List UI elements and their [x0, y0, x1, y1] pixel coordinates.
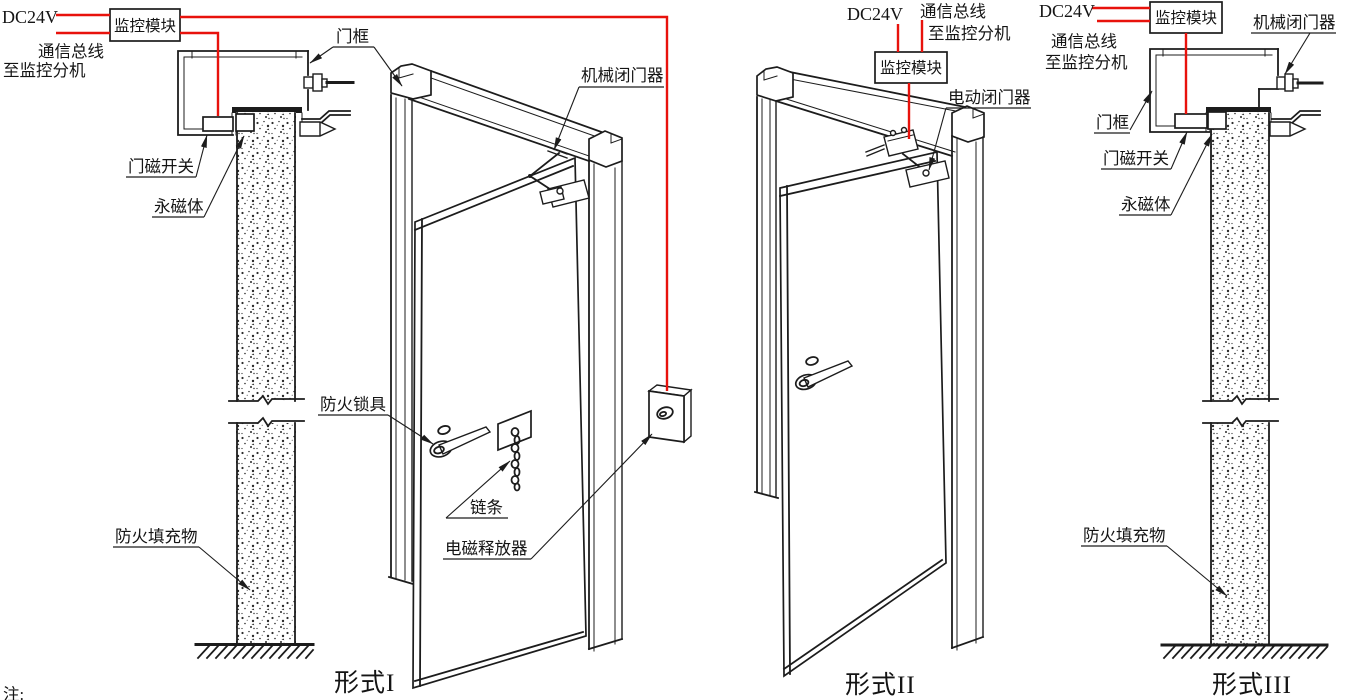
door-switch-left	[202, 116, 234, 132]
caption-form1: 形式I	[334, 669, 395, 697]
leader-fire-lock	[387, 414, 434, 445]
label-bus1-left: 通信总线	[38, 42, 104, 61]
label-elec-closer: 电动闭门器	[948, 88, 1031, 107]
form2-door-leaf	[778, 150, 947, 678]
label-bus2-form2: 至监控分机	[928, 24, 1011, 43]
label-module-form2: 监控模块	[880, 59, 942, 77]
label-door-switch-left: 门磁开关	[128, 157, 194, 176]
label-module-form3: 监控模块	[1155, 9, 1217, 27]
leader-door-switch-left	[195, 134, 208, 178]
wall-section-right	[1202, 112, 1279, 646]
form2-door-handle	[794, 356, 854, 391]
label-mech-closer-form1: 机械闭门器	[581, 66, 664, 85]
leader-door-switch-form3	[1170, 131, 1188, 170]
note-label: 注:	[3, 685, 24, 700]
label-chain: 链条	[470, 498, 503, 517]
leader-mech-closer-form3	[1284, 32, 1311, 75]
form3-section-detail	[1149, 1, 1329, 660]
leader-door-frame-left	[309, 46, 334, 64]
form1-door-view	[387, 63, 693, 690]
magnet-left	[235, 113, 255, 132]
label-magnet-form3: 永磁体	[1121, 195, 1171, 214]
caption-form2: 形式II	[845, 671, 916, 699]
mech-closer-cylinder-right	[1276, 73, 1324, 92]
dc24v-wiring	[56, 6, 1188, 391]
magnet-right	[1207, 111, 1227, 130]
fire-lock-handle	[429, 425, 492, 458]
monitor-module-box-form2	[874, 51, 948, 84]
leader-fire-filling-left	[198, 546, 251, 591]
label-fire-filling-left: 防火填充物	[115, 527, 198, 546]
label-dc24v-form3: DC24V	[1039, 1, 1095, 21]
label-door-frame-form3: 门框	[1096, 113, 1129, 132]
form2-door-view	[753, 51, 985, 678]
leader-chain	[445, 460, 511, 519]
leader-mech-closer-form1	[553, 86, 580, 151]
label-dc24v-left: DC24V	[2, 7, 58, 27]
electric-door-closer	[865, 126, 950, 188]
label-dc24v-form2: DC24V	[847, 4, 903, 24]
label-em-release: 电磁释放器	[445, 539, 528, 558]
chain-links	[510, 427, 521, 492]
leader-magnet-form3	[1170, 133, 1213, 216]
wire-to-switch-left	[180, 31, 220, 116]
label-fire-filling-form3: 防火填充物	[1083, 526, 1166, 545]
caption-form3: 形式III	[1212, 671, 1292, 699]
monitor-module-box-left	[109, 8, 181, 42]
leader-fire-filling-form3	[1166, 545, 1228, 597]
label-magnet-left: 永磁体	[154, 197, 204, 216]
form2-frame	[753, 66, 985, 651]
label-mech-closer-form3: 机械闭门器	[1253, 13, 1336, 32]
label-bus2-form3: 至监控分机	[1045, 53, 1128, 72]
leader-elec-closer	[928, 107, 947, 171]
wall-section-left	[228, 112, 305, 646]
wire-to-release	[180, 15, 669, 391]
ground-hatch-right	[1160, 643, 1329, 660]
left-section-detail	[109, 8, 355, 660]
leader-em-release	[530, 433, 653, 560]
form1-frame	[387, 63, 624, 652]
latch-hardware-left	[299, 73, 355, 137]
break-symbol-right	[1202, 394, 1279, 428]
break-symbol-left	[228, 394, 305, 428]
electromagnetic-release-box	[647, 384, 693, 444]
latch-bolt-right	[1269, 121, 1307, 137]
leader-door-frame-form3	[1129, 90, 1153, 131]
leader-magnet-left	[203, 135, 245, 218]
chain-assembly	[497, 409, 532, 492]
monitor-module-box-form3	[1149, 1, 1223, 34]
label-bus2-left: 至监控分机	[3, 61, 86, 80]
leader-door-frame-form1	[373, 46, 403, 87]
label-module-left: 监控模块	[114, 17, 176, 35]
mechanical-door-closer	[528, 146, 590, 208]
label-door-frame: 门框	[336, 27, 369, 46]
label-bus1-form3: 通信总线	[1051, 32, 1117, 51]
label-door-switch-form3: 门磁开关	[1103, 149, 1169, 168]
door-switch-right	[1174, 113, 1208, 129]
latch-bolt-left	[299, 121, 337, 137]
label-fire-lock: 防火锁具	[320, 395, 386, 414]
latch-hardware-right	[1269, 110, 1321, 137]
ground-hatch-left	[194, 643, 315, 660]
label-bus1-form2: 通信总线	[920, 2, 986, 21]
